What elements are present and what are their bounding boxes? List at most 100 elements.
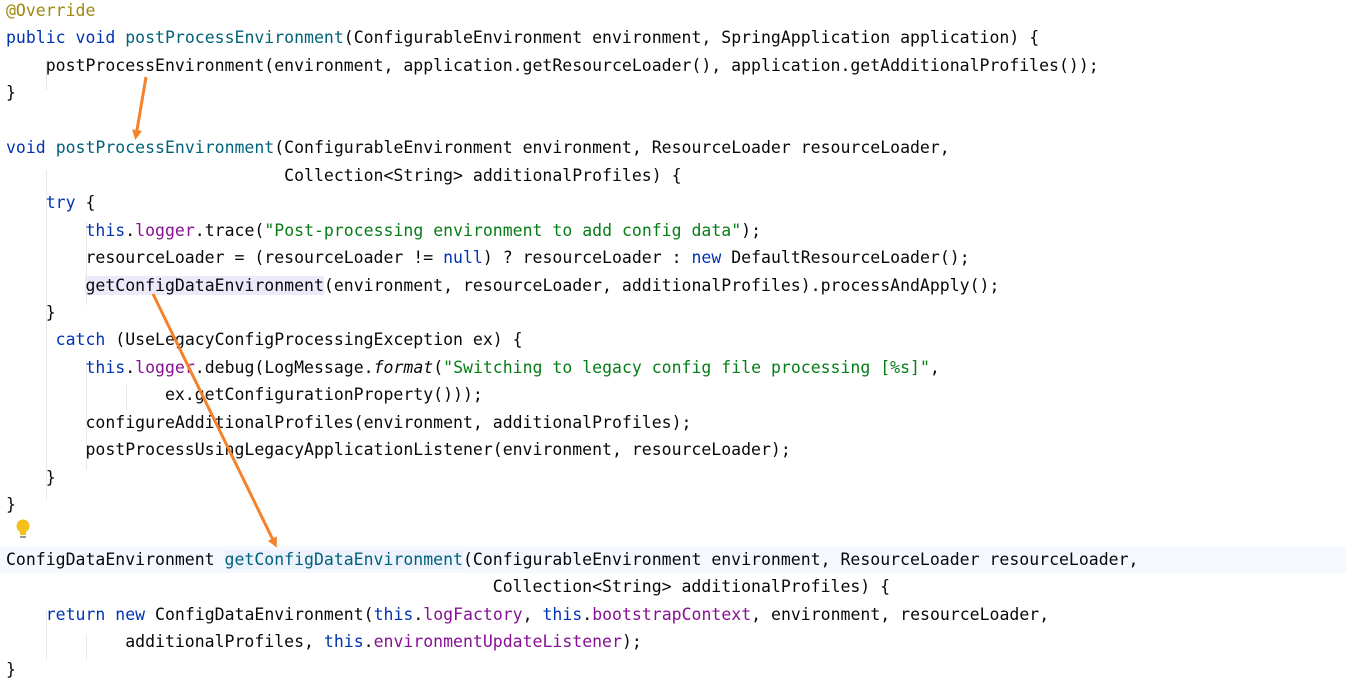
- code-line[interactable]: this.logger.debug(LogMessage.format("Swi…: [6, 354, 1346, 381]
- code-token: configureAdditionalProfiles(environment,…: [6, 412, 692, 432]
- indent-guide: [46, 60, 47, 90]
- code-token: this: [542, 604, 583, 624]
- code-token: ex.getConfigurationProperty()));: [6, 385, 483, 405]
- code-line[interactable]: try {: [6, 189, 1346, 216]
- code-token: void: [75, 28, 116, 48]
- code-token: ) ? resourceLoader :: [482, 248, 692, 268]
- code-token: @Override: [6, 1, 96, 20]
- code-line[interactable]: public void postProcessEnvironment(Confi…: [6, 24, 1346, 51]
- code-token: ConfigDataEnvironment(: [145, 604, 374, 624]
- code-token: }: [6, 659, 16, 679]
- code-token: [6, 193, 46, 212]
- code-token: .: [125, 357, 136, 377]
- code-token: [6, 276, 85, 295]
- code-token: getConfigDataEnvironment: [224, 550, 463, 569]
- code-token: }: [6, 302, 56, 322]
- code-token: , environment, resourceLoader,: [751, 604, 1050, 624]
- indent-guide: [86, 635, 87, 660]
- code-line[interactable]: }: [6, 79, 1346, 106]
- code-token: (: [433, 357, 444, 377]
- code-token: bootstrapContext: [592, 604, 752, 624]
- code-token: ConfigDataEnvironment: [6, 550, 225, 569]
- code-line[interactable]: }: [6, 491, 1346, 518]
- code-line[interactable]: }: [6, 299, 1346, 326]
- code-token: postProcessUsingLegacyApplicationListene…: [6, 440, 791, 460]
- code-token: [115, 28, 125, 47]
- code-token: .: [125, 220, 136, 240]
- code-token: .: [413, 604, 424, 624]
- code-token: additionalProfiles,: [6, 632, 324, 652]
- code-token: [105, 605, 115, 624]
- code-token: .trace(: [194, 220, 265, 240]
- code-line[interactable]: resourceLoader = (resourceLoader != null…: [6, 244, 1346, 271]
- code-token: Collection<String> additionalProfiles) {: [6, 577, 891, 597]
- lightbulb-icon[interactable]: [14, 518, 32, 540]
- code-token: [6, 358, 85, 377]
- code-token: }: [6, 467, 56, 487]
- code-line[interactable]: [6, 519, 1346, 546]
- code-token: [6, 221, 85, 240]
- code-line[interactable]: return new ConfigDataEnvironment(this.lo…: [6, 601, 1346, 628]
- code-token: [6, 605, 46, 624]
- code-line[interactable]: }: [6, 656, 1346, 683]
- code-token: Collection<String> additionalProfiles) {: [6, 165, 682, 185]
- indent-guide: [126, 385, 127, 410]
- code-token: null: [443, 248, 483, 268]
- code-line[interactable]: ConfigDataEnvironment getConfigDataEnvir…: [0, 546, 1346, 573]
- indent-guide: [46, 170, 47, 500]
- code-token: new: [115, 604, 146, 624]
- code-line[interactable]: }: [6, 464, 1346, 491]
- code-token: );: [741, 220, 762, 240]
- code-line[interactable]: postProcessUsingLegacyApplicationListene…: [6, 436, 1346, 463]
- code-token: postProcessEnvironment(environment, appl…: [6, 55, 1099, 75]
- code-token: .: [363, 632, 374, 652]
- code-line[interactable]: @Override: [6, 0, 1346, 24]
- code-line[interactable]: getConfigDataEnvironment(environment, re…: [6, 272, 1346, 299]
- indent-guide: [46, 610, 47, 660]
- code-token: format: [373, 357, 434, 377]
- code-line[interactable]: postProcessEnvironment(environment, appl…: [6, 52, 1346, 79]
- code-token: ,: [522, 604, 543, 624]
- code-token: postProcessEnvironment: [55, 138, 275, 158]
- code-token: this: [85, 220, 126, 240]
- code-line[interactable]: Collection<String> additionalProfiles) {: [6, 162, 1346, 189]
- code-line[interactable]: configureAdditionalProfiles(environment,…: [6, 409, 1346, 436]
- code-token: environmentUpdateListener: [373, 632, 622, 652]
- code-token: logFactory: [423, 604, 523, 624]
- code-line[interactable]: catch (UseLegacyConfigProcessingExceptio…: [6, 326, 1346, 353]
- code-token: .debug(LogMessage.: [194, 357, 374, 377]
- code-line[interactable]: additionalProfiles, this.environmentUpda…: [6, 628, 1346, 655]
- code-token: logger: [135, 357, 195, 377]
- code-token: this: [373, 604, 414, 624]
- indent-guide: [86, 360, 87, 470]
- code-line[interactable]: [6, 107, 1346, 134]
- code-token: new: [691, 248, 722, 268]
- code-token: resourceLoader = (resourceLoader !=: [6, 248, 444, 268]
- code-token: {: [75, 193, 96, 213]
- code-token: return: [45, 604, 106, 624]
- code-token: }: [6, 83, 16, 103]
- code-line[interactable]: void postProcessEnvironment(Configurable…: [6, 134, 1346, 161]
- code-token: public: [6, 28, 66, 48]
- code-token: try: [45, 193, 76, 213]
- code-token: DefaultResourceLoader();: [721, 248, 970, 268]
- code-token: logger: [135, 220, 195, 240]
- code-token: [46, 138, 56, 157]
- code-token: (ConfigurableEnvironment environment, Re…: [462, 550, 1139, 569]
- code-token: this: [85, 357, 126, 377]
- code-token: "Post-processing environment to add conf…: [264, 220, 742, 240]
- code-line[interactable]: Collection<String> additionalProfiles) {: [6, 573, 1346, 600]
- code-token: "Switching to legacy config file process…: [443, 357, 930, 377]
- code-token: (ConfigurableEnvironment environment, Re…: [274, 138, 950, 158]
- code-line[interactable]: ex.getConfigurationProperty()));: [6, 381, 1346, 408]
- code-token: getConfigDataEnvironment: [85, 275, 324, 295]
- code-token: [66, 28, 76, 47]
- code-token: [6, 330, 56, 349]
- code-token: .: [582, 604, 593, 624]
- code-token: (ConfigurableEnvironment environment, Sp…: [343, 28, 1040, 48]
- code-token: ,: [929, 357, 940, 377]
- code-line[interactable]: this.logger.trace("Post-processing envir…: [6, 217, 1346, 244]
- code-token: (UseLegacyConfigProcessingException ex) …: [105, 330, 523, 350]
- code-token: postProcessEnvironment: [125, 28, 344, 48]
